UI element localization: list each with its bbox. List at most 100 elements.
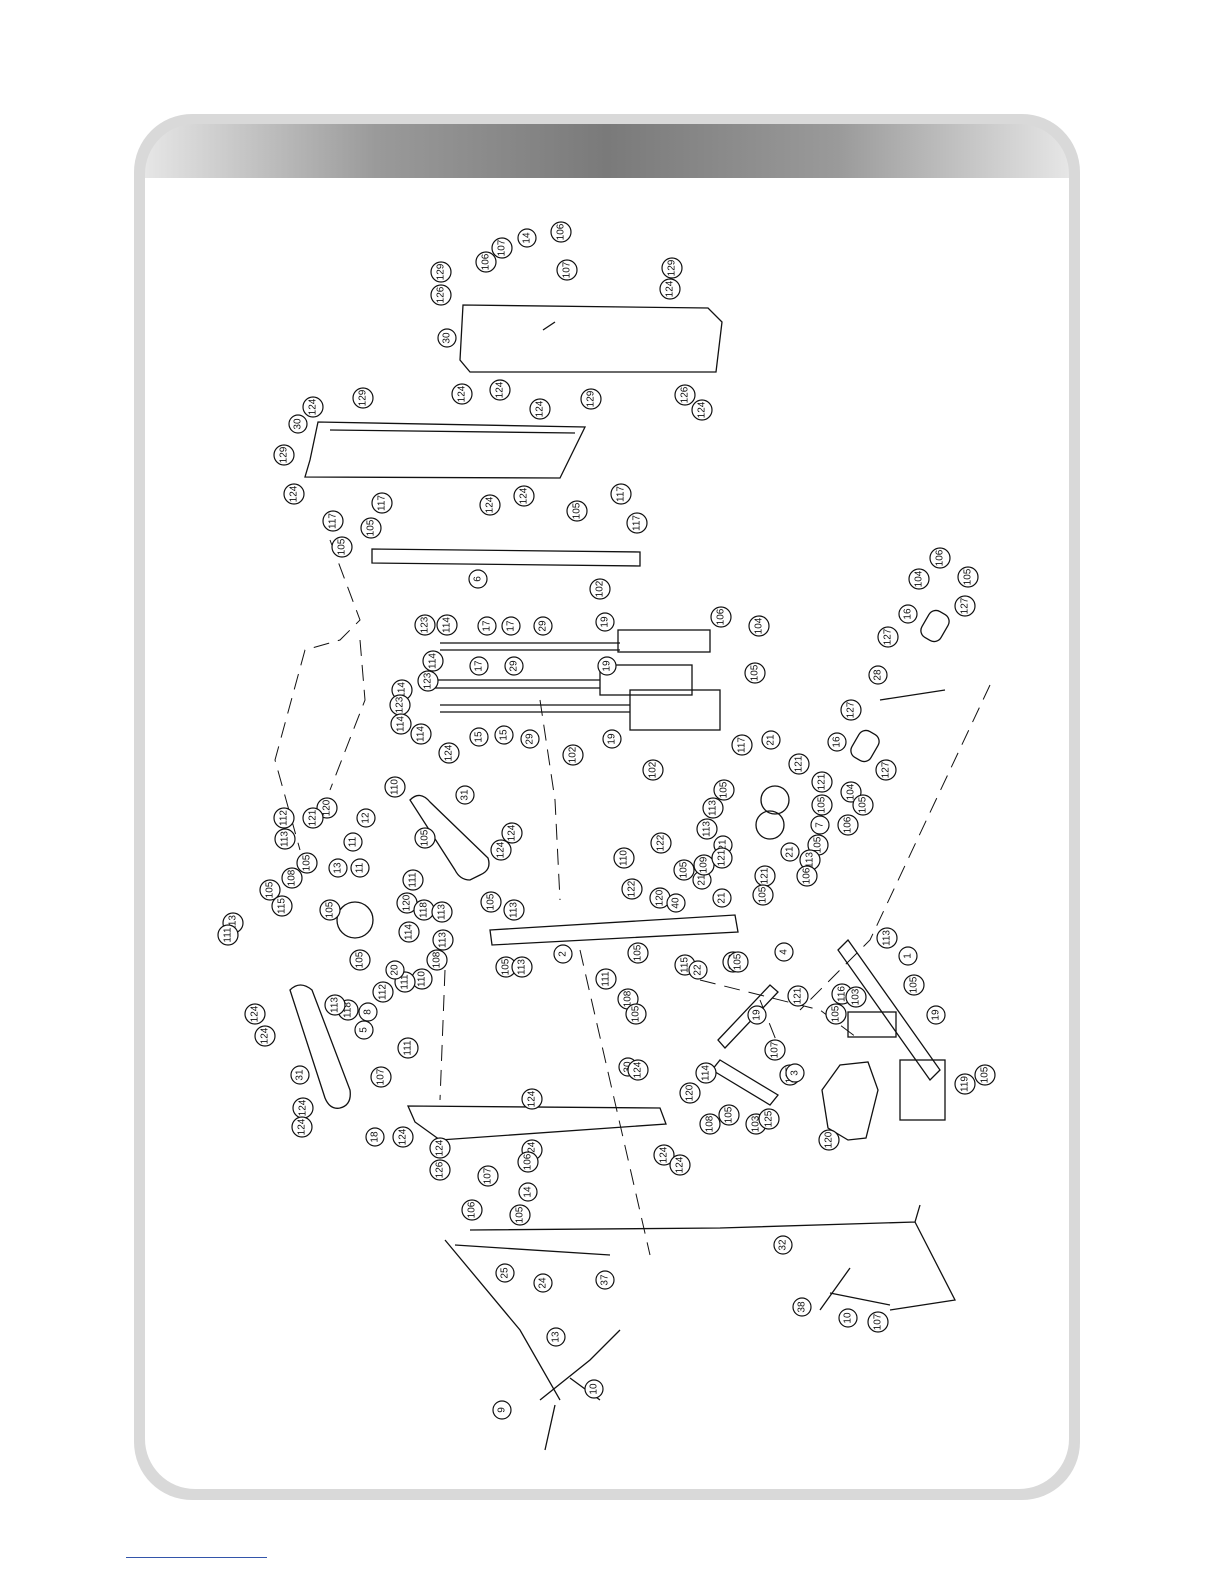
- part-callout: 129: [661, 257, 683, 279]
- callout-label: 105: [858, 796, 869, 813]
- callout-circle: [875, 759, 897, 781]
- part-callout: 19: [597, 656, 617, 676]
- callout-label: 105: [572, 502, 583, 519]
- callout-label: 105: [325, 901, 336, 918]
- callout-label: 105: [501, 958, 512, 975]
- part-callout: 124: [659, 278, 681, 300]
- callout-circle: [533, 616, 553, 636]
- callout-circle: [468, 569, 488, 589]
- callout-label: 40: [671, 897, 682, 909]
- part-callout: 11: [350, 858, 370, 878]
- part-callout: 30: [437, 328, 457, 348]
- callout-circle: [626, 512, 648, 534]
- pulley-right-a: [760, 785, 790, 815]
- callout-label: 105: [631, 1005, 642, 1022]
- part-callout: 20: [385, 960, 405, 980]
- callout-circle: [469, 656, 489, 676]
- part-callout: 106: [710, 606, 732, 628]
- callout-circle: [954, 595, 976, 617]
- part-callout: 13: [328, 858, 348, 878]
- callout-circle: [322, 510, 344, 532]
- callout-circle: [422, 650, 444, 672]
- callout-circle: [358, 1002, 378, 1022]
- part-callout: 105: [414, 827, 436, 849]
- callout-circle: [477, 616, 497, 636]
- callout-label: 118: [343, 1002, 354, 1018]
- callout-circle: [513, 485, 535, 507]
- callout-circle: [273, 444, 295, 466]
- part-callout: 4: [774, 942, 794, 962]
- callout-circle: [566, 500, 588, 522]
- part-callout: 124: [392, 1126, 414, 1148]
- callout-circle: [491, 237, 513, 259]
- callout-label: 112: [279, 810, 290, 826]
- callout-label: 127: [960, 597, 971, 614]
- callout-label: 127: [881, 761, 892, 778]
- callout-circle: [642, 759, 664, 781]
- callout-circle: [653, 1144, 675, 1166]
- upper-frame-bar: [371, 548, 641, 567]
- callout-circle: [254, 1025, 276, 1047]
- part-callout: 102: [589, 578, 611, 600]
- callout-label: 124: [289, 485, 300, 502]
- part-callout: 102: [562, 744, 584, 766]
- part-callout: 127: [954, 595, 976, 617]
- part-callout: 124: [521, 1088, 543, 1110]
- callout-circle: [787, 985, 809, 1007]
- callout-circle: [710, 606, 732, 628]
- part-callout: 123: [417, 670, 439, 692]
- top-cover-panel: [459, 304, 723, 373]
- part-callout: 21: [712, 888, 732, 908]
- callout-label: 124: [665, 280, 676, 297]
- callout-label: 105: [831, 1005, 842, 1022]
- callout-label: 103: [751, 1115, 762, 1132]
- callout-label: 102: [648, 761, 659, 778]
- callout-label: 105: [337, 538, 348, 555]
- callout-label: 118: [419, 902, 430, 918]
- part-callout: 124: [669, 1154, 691, 1176]
- callout-circle: [302, 807, 324, 829]
- part-callout: 104: [748, 615, 770, 637]
- part-callout: 117: [322, 510, 344, 532]
- part-callout: 105: [744, 662, 766, 684]
- callout-label: 21: [785, 846, 796, 858]
- callout-label: 113: [280, 831, 291, 847]
- part-callout: 113: [511, 956, 533, 978]
- pulley-right-b: [755, 810, 785, 840]
- callout-circle: [349, 949, 371, 971]
- part-callout: 105: [727, 951, 749, 973]
- callout-label: 105: [733, 953, 744, 970]
- part-callout: 105: [360, 517, 382, 539]
- callout-circle: [328, 858, 348, 878]
- part-callout: 24: [533, 1273, 553, 1293]
- callout-label: 25: [500, 1267, 511, 1279]
- callout-circle: [365, 1127, 385, 1147]
- callout-label: 5: [359, 1027, 370, 1033]
- part-callout: 114: [390, 713, 412, 735]
- callout-circle: [699, 1113, 721, 1135]
- part-callout: 124: [513, 485, 535, 507]
- callout-circle: [669, 1154, 691, 1176]
- part-callout: 124: [429, 1137, 451, 1159]
- callout-label: 120: [685, 1084, 696, 1101]
- part-callout: 111: [397, 1037, 419, 1059]
- part-callout: 113: [696, 818, 718, 840]
- footer-rule: [126, 1557, 267, 1558]
- part-callout: 124: [489, 379, 511, 401]
- callout-label: 123: [395, 696, 406, 713]
- callout-label: 18: [370, 1131, 381, 1143]
- callout-circle: [372, 981, 394, 1003]
- callout-label: 121: [793, 987, 804, 1004]
- part-callout: 16: [898, 604, 918, 624]
- callout-label: 124: [527, 1090, 538, 1107]
- callout-circle: [747, 1005, 767, 1025]
- callout-circle: [610, 483, 632, 505]
- part-callout: 12: [356, 808, 376, 828]
- callout-circle: [429, 1137, 451, 1159]
- callout-circle: [811, 794, 833, 816]
- callout-label: 21: [697, 874, 708, 886]
- callout-label: 111: [400, 974, 411, 990]
- callout-label: 106: [556, 223, 567, 240]
- part-callout: 110: [613, 847, 635, 869]
- part-callout: 107: [556, 259, 578, 281]
